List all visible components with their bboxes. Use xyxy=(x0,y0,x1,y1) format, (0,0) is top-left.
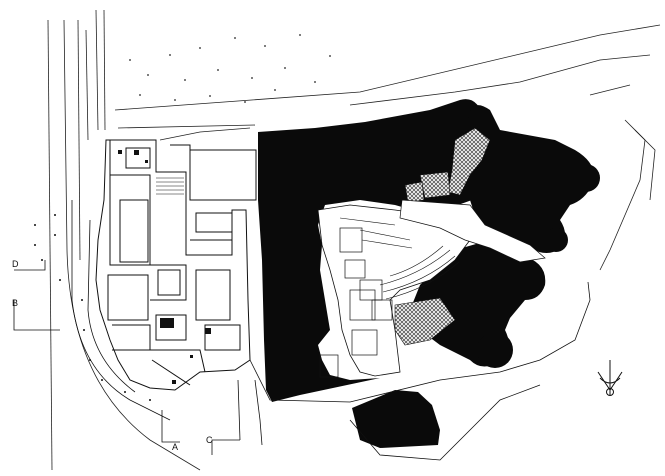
courtyard-rooms xyxy=(319,227,393,378)
dark-mass-upper-right xyxy=(468,105,594,253)
dark-mass-bottom xyxy=(352,390,440,448)
hatched-stairs xyxy=(394,127,491,346)
left-stair xyxy=(156,177,184,195)
left-building xyxy=(95,139,257,391)
dark-mass-lower-right xyxy=(410,240,546,367)
section-label-a: A xyxy=(172,442,178,452)
left-building-details xyxy=(118,150,211,384)
plaza-road-lines xyxy=(114,24,661,271)
section-label-b: B xyxy=(12,298,18,308)
section-markers xyxy=(13,260,240,455)
plaza-dots xyxy=(129,34,331,103)
section-label-c: C xyxy=(206,435,213,445)
curved-stair xyxy=(339,217,460,300)
section-label-d: D xyxy=(12,259,19,269)
street-lines xyxy=(47,9,201,471)
column-dots xyxy=(34,214,151,401)
entry-bridge xyxy=(399,199,546,263)
north-arrow-icon xyxy=(597,360,623,396)
towers xyxy=(477,164,600,368)
